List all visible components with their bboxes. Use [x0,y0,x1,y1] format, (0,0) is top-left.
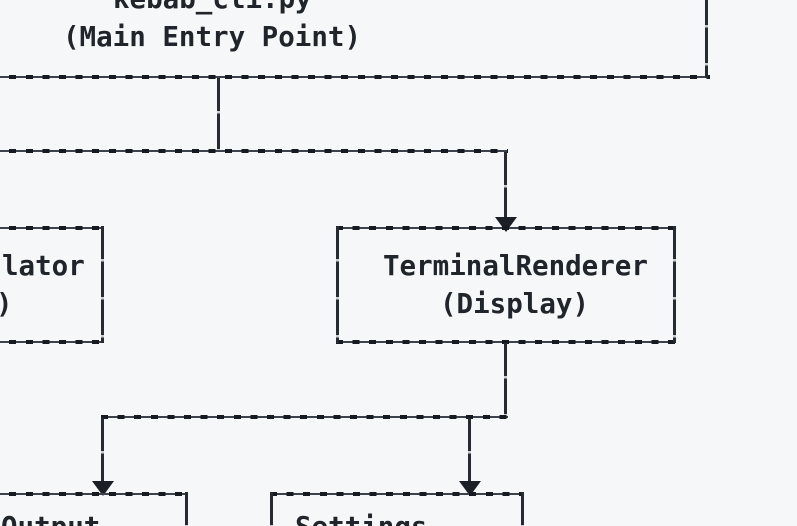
terminal-renderer-box-bottom-edge [336,340,676,344]
output-box-top-edge [0,492,188,496]
settings-box-right-edge [521,492,524,526]
settings-box-top-edge [270,492,524,496]
node-label-main-entry-line1: kebab_cli.py [113,0,312,18]
terminal-renderer-box-right-edge [673,226,676,343]
node-label-settings-line1: Settings [295,508,427,526]
node-label-main-entry-line2: (Main Entry Point) [63,21,362,53]
connector-terminal-renderer-stem [504,343,507,416]
output-box-right-edge [185,492,188,526]
node-label-left-line2: ) [0,285,13,323]
settings-box-left-edge [270,492,273,526]
terminal-renderer-box-left-edge [336,226,339,343]
left-box-right-edge [101,226,104,343]
left-box-top-edge [0,226,104,230]
connector-lower-distribution-rail [101,415,508,419]
connector-drop-to-output [101,418,104,481]
node-label-terminal-renderer-line2: (Display) [440,288,590,320]
main-entry-box-bottom-edge [0,75,710,79]
left-box-bottom-edge [0,340,104,344]
connector-distribution-rail [0,149,508,153]
terminal-renderer-box-top-edge [336,226,676,230]
node-label-terminal-renderer-line1: TerminalRenderer [383,250,648,282]
node-label-output-line1: Output [1,508,100,526]
connector-drop-to-terminal-renderer [504,152,507,218]
node-label-left-line1: lator [2,250,85,282]
connector-drop-to-settings [468,418,471,481]
connector-main-stem [217,78,220,152]
main-entry-box-right-edge [705,0,708,78]
